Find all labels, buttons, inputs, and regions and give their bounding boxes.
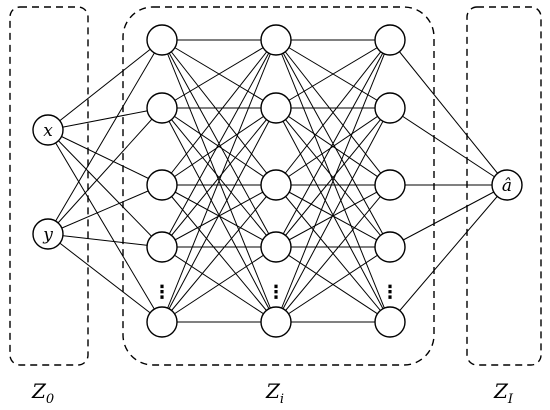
- node-hidden2-3: [260, 169, 292, 201]
- edge-input-hidden1: [47, 107, 163, 235]
- edge-hidden2-hidden3: [275, 39, 391, 323]
- neurons: [32, 24, 523, 338]
- node-hidden1-2: [146, 92, 178, 124]
- node-hidden1-4: [146, 231, 178, 263]
- node-hidden2-2: [260, 92, 292, 124]
- edge-input-hidden1: [47, 39, 163, 131]
- edge-hidden3-output: [389, 107, 508, 186]
- zI-label: ZI: [493, 379, 514, 407]
- edge-hidden2-hidden3: [275, 39, 391, 186]
- node-hidden3-2: [374, 92, 406, 124]
- edge-input-hidden1: [47, 129, 163, 186]
- edge-input-hidden1: [47, 129, 163, 323]
- edge-hidden2-hidden3: [275, 107, 391, 323]
- node-hidden2-5: [260, 306, 292, 338]
- ellipsis-layer-3: ⋮: [381, 282, 399, 303]
- edge-input-hidden1: [47, 233, 163, 323]
- node-hidden2-4: [260, 231, 292, 263]
- node-input-2: [32, 218, 64, 250]
- edge-hidden3-output: [389, 184, 508, 248]
- node-hidden1-3: [146, 169, 178, 201]
- node-hidden2-1: [260, 24, 292, 56]
- node-hidden3-1: [374, 24, 406, 56]
- node-hidden1-1: [146, 24, 178, 56]
- output-a-hat-label: â: [502, 176, 512, 196]
- edge-hidden1-hidden2: [161, 107, 277, 323]
- edge-hidden1-hidden2: [161, 107, 277, 186]
- edge-input-hidden1: [47, 107, 163, 131]
- edge-input-hidden1: [47, 233, 163, 248]
- edge-hidden2-hidden3: [275, 39, 391, 109]
- input-y-label: y: [42, 225, 53, 245]
- edge-input-hidden1: [47, 184, 163, 235]
- edge-hidden2-hidden3: [275, 107, 391, 186]
- edge-hidden2-hidden3: [275, 107, 391, 248]
- node-hidden3-3: [374, 169, 406, 201]
- edge-hidden1-hidden2: [161, 39, 277, 109]
- edge-hidden1-hidden2: [161, 39, 277, 248]
- edge-input-hidden1: [47, 129, 163, 248]
- edge-hidden2-hidden3: [275, 246, 391, 323]
- edge-hidden1-hidden2: [161, 39, 277, 323]
- edge-hidden1-hidden2: [161, 107, 277, 248]
- z0-label: Z0: [31, 379, 54, 407]
- output-layer-box: [466, 6, 542, 366]
- hidden-layers-box: [122, 6, 435, 366]
- node-hidden3-4: [374, 231, 406, 263]
- node-output-1: [491, 169, 523, 201]
- edge-hidden2-hidden3: [275, 184, 391, 323]
- edge-hidden1-hidden2: [161, 246, 277, 323]
- ellipsis-layer-2: ⋮: [267, 282, 285, 303]
- input-layer-box: [9, 6, 89, 366]
- node-hidden3-5: [374, 306, 406, 338]
- edge-hidden3-output: [389, 39, 508, 186]
- connections: [47, 39, 508, 323]
- node-input-1: [32, 114, 64, 146]
- edge-hidden3-output: [389, 184, 508, 323]
- zi-label: Zi: [265, 379, 284, 407]
- edge-hidden1-hidden2: [161, 39, 277, 186]
- edge-hidden1-hidden2: [161, 184, 277, 323]
- ellipsis-layer-1: ⋮: [153, 282, 171, 303]
- node-hidden1-5: [146, 306, 178, 338]
- edge-hidden2-hidden3: [275, 39, 391, 248]
- edge-input-hidden1: [47, 39, 163, 235]
- input-x-label: x: [43, 121, 53, 141]
